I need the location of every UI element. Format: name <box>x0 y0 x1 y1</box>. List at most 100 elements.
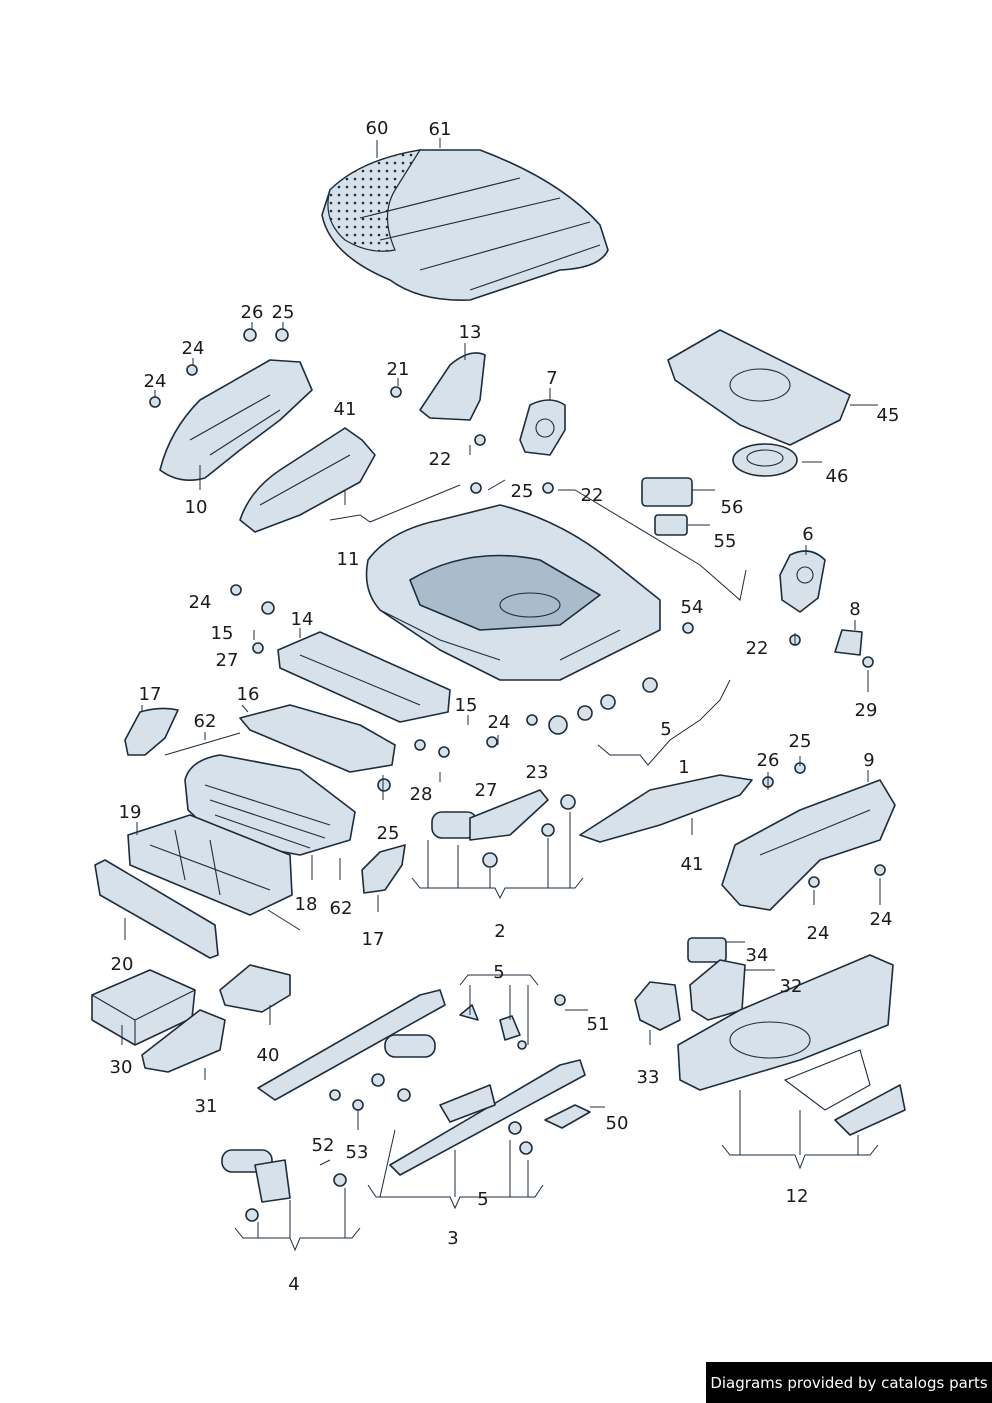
attribution-text: Diagrams provided by catalogs parts <box>710 1373 988 1392</box>
seat-cushion-cover <box>321 149 609 301</box>
callout-40: 40 <box>257 1045 280 1066</box>
cable-62 <box>164 732 241 756</box>
module-40 <box>219 964 291 1013</box>
module-55 <box>654 514 688 536</box>
callout-54: 54 <box>681 597 704 618</box>
callout-29: 29 <box>855 700 878 721</box>
module-56 <box>641 477 693 507</box>
callout-41: 41 <box>334 399 357 420</box>
callout-24: 24 <box>182 338 205 359</box>
mat-16 <box>239 704 396 773</box>
callout-32: 32 <box>780 976 803 997</box>
callout-10: 10 <box>185 497 208 518</box>
callout-12: 12 <box>786 1186 809 1207</box>
callout-21: 21 <box>387 359 410 380</box>
fasteners <box>149 328 886 1222</box>
callout-60: 60 <box>366 118 389 139</box>
support-14 <box>277 631 451 723</box>
callout-27: 27 <box>475 780 498 801</box>
callout-5: 5 <box>477 1189 488 1210</box>
seat-rails <box>257 989 586 1176</box>
bracket-50 <box>544 1104 591 1129</box>
callout-13: 13 <box>459 322 482 343</box>
group-brackets <box>234 679 879 1252</box>
callout-61: 61 <box>429 119 452 140</box>
bracket-6 <box>779 550 826 613</box>
callout-24: 24 <box>807 923 830 944</box>
callout-31: 31 <box>195 1096 218 1117</box>
seat-frame <box>365 504 661 681</box>
callout-30: 30 <box>110 1057 133 1078</box>
attribution-banner: Diagrams provided by catalogs parts <box>706 1362 992 1403</box>
callout-15: 15 <box>211 623 234 644</box>
bracket-13 <box>419 352 486 421</box>
part-8 <box>834 629 863 656</box>
motor-28 <box>431 789 549 841</box>
callout-17: 17 <box>139 684 162 705</box>
callout-26: 26 <box>757 750 780 771</box>
callout-27: 27 <box>216 650 239 671</box>
callout-22: 22 <box>746 638 769 659</box>
pad-17-upper <box>124 707 179 756</box>
callouts: 60 61 26 25 24 24 10 41 21 13 22 7 25 22… <box>110 118 900 1295</box>
clip-5b <box>499 1015 521 1041</box>
callout-6: 6 <box>802 524 813 545</box>
trim-cover-upper <box>239 427 376 533</box>
callout-45: 45 <box>877 405 900 426</box>
callout-52: 52 <box>312 1135 335 1156</box>
bracket-31 <box>141 1009 226 1073</box>
callout-3: 3 <box>447 1228 458 1249</box>
cushion-pan <box>127 814 293 916</box>
callout-24: 24 <box>870 909 893 930</box>
callout-1: 1 <box>678 757 689 778</box>
callout-7: 7 <box>546 368 557 389</box>
leader-lines <box>121 138 881 1166</box>
side-trim-left <box>159 359 313 481</box>
callout-11: 11 <box>337 549 360 570</box>
callout-26: 26 <box>241 302 264 323</box>
wire-11 <box>329 484 461 523</box>
front-strip <box>94 859 219 959</box>
callout-28: 28 <box>410 784 433 805</box>
callout-62: 62 <box>194 711 217 732</box>
side-trim-right <box>721 779 896 911</box>
callout-4: 4 <box>288 1274 299 1295</box>
switch-34 <box>687 937 727 963</box>
callout-41: 41 <box>681 854 704 875</box>
callout-8: 8 <box>849 599 860 620</box>
callout-23: 23 <box>526 762 549 783</box>
callout-24: 24 <box>144 371 167 392</box>
callout-24: 24 <box>189 592 212 613</box>
callout-20: 20 <box>111 954 134 975</box>
callout-51: 51 <box>587 1014 610 1035</box>
callout-34: 34 <box>746 945 769 966</box>
callout-22: 22 <box>429 449 452 470</box>
callout-56: 56 <box>721 497 744 518</box>
callout-5: 5 <box>660 719 671 740</box>
callout-15: 15 <box>455 695 478 716</box>
wire-rod <box>574 489 747 601</box>
callout-18: 18 <box>295 894 318 915</box>
speaker-plate <box>667 329 851 446</box>
callout-25: 25 <box>789 731 812 752</box>
callout-14: 14 <box>291 609 314 630</box>
callout-55: 55 <box>714 531 737 552</box>
pad-17-lower <box>361 844 406 894</box>
callout-16: 16 <box>237 684 260 705</box>
callout-17: 17 <box>362 929 385 950</box>
switch-33 <box>634 981 681 1031</box>
motor-4 <box>221 1149 291 1203</box>
callout-24: 24 <box>488 712 511 733</box>
callout-25: 25 <box>511 481 534 502</box>
side-cover-12 <box>677 954 906 1136</box>
speaker <box>732 443 798 477</box>
callout-2: 2 <box>494 921 505 942</box>
clip-5a <box>459 1004 479 1021</box>
callout-46: 46 <box>826 466 849 487</box>
callout-50: 50 <box>606 1113 629 1134</box>
bracket-7 <box>519 399 566 456</box>
callout-53: 53 <box>346 1142 369 1163</box>
callout-25: 25 <box>377 823 400 844</box>
trim-41-lower <box>579 774 753 843</box>
